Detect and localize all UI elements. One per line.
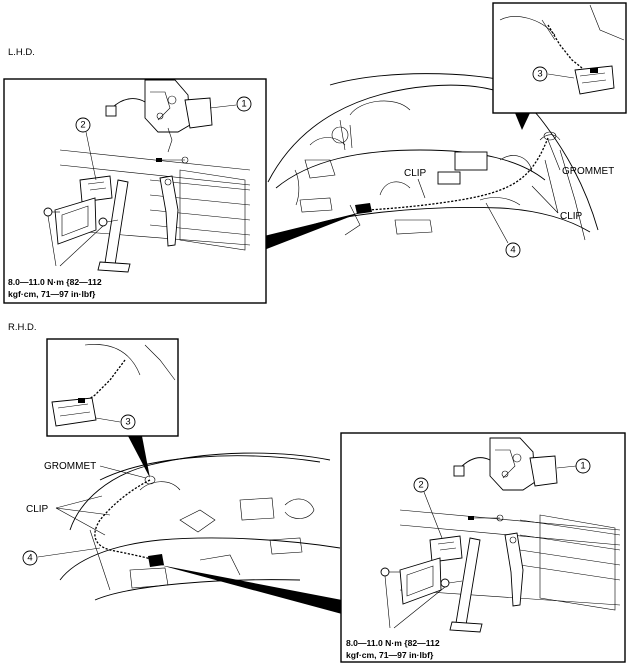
lhd-callout-3-number: 3 [537, 69, 542, 80]
lhd-callout-4 [505, 242, 521, 258]
lhd-callout-1 [236, 96, 252, 112]
lhd-release-cable [367, 137, 549, 211]
rhd-bolt-1 [380, 567, 390, 577]
lhd-clip-label: CLIP [404, 168, 427, 179]
rhd-vehicle-outline [59, 452, 341, 601]
rhd-detail-pointer [160, 565, 342, 614]
rhd-callout-2-number: 2 [418, 480, 423, 491]
lhd-lever-detail-box [492, 2, 627, 114]
rhd-bolt-2 [440, 578, 450, 588]
rhd-grommet-label: GROMMET [44, 461, 96, 472]
lhd-lever-detail-drawing [499, 4, 625, 95]
rhd-hood-latch [489, 437, 536, 491]
lhd-callout-1-number: 1 [241, 99, 246, 110]
lhd-bolt-1 [43, 207, 53, 217]
rhd-release-cable [94, 479, 156, 561]
lhd-section-label: L.H.D. [8, 47, 35, 58]
lhd-hood-latch [144, 79, 191, 133]
lhd-latch-detail-drawing [43, 79, 251, 273]
rhd-lever-detail-drawing [51, 344, 176, 427]
rhd-torque-line-2: kgf·cm, 71—97 in·lbf} [346, 650, 434, 660]
lhd-mounting-plate [54, 197, 97, 245]
lhd-bolt-2 [98, 217, 108, 227]
rhd-latch-detail-drawing [380, 437, 621, 633]
rhd-callout-3 [120, 414, 136, 430]
lhd-torque-line-2: kgf·cm, 71—97 in·lbf} [8, 289, 96, 299]
rhd-callout-1 [575, 458, 591, 474]
lhd-callout-3 [532, 66, 548, 82]
lhd-clip-label-2: CLIP [560, 211, 583, 222]
rhd-callout-4 [22, 550, 38, 566]
rhd-lever-pointer [128, 436, 150, 478]
rhd-callout-3-number: 3 [125, 417, 130, 428]
lhd-lever-pointer [515, 113, 530, 130]
lhd-callout-4-number: 4 [510, 245, 515, 256]
rhd-clip-label: CLIP [26, 504, 49, 515]
lhd-vehicle-outline [267, 73, 599, 241]
rhd-callout-4-number: 4 [27, 553, 32, 564]
rhd-callout-1-number: 1 [580, 461, 585, 472]
lhd-callout-2-number: 2 [80, 120, 85, 131]
rhd-torque-line-1: 8.0—11.0 N·m {82—112 [346, 638, 440, 648]
rhd-latch-detail-box [340, 432, 626, 663]
lhd-torque-line-1: 8.0—11.0 N·m {82—112 [8, 277, 102, 287]
lhd-detail-pointer [264, 212, 362, 250]
lhd-grommet-label: GROMMET [562, 166, 614, 177]
rhd-section-label: R.H.D. [8, 322, 37, 333]
rhd-callout-2 [413, 477, 429, 493]
lhd-callout-2 [75, 117, 91, 133]
lhd-latch-detail-box [3, 78, 267, 304]
